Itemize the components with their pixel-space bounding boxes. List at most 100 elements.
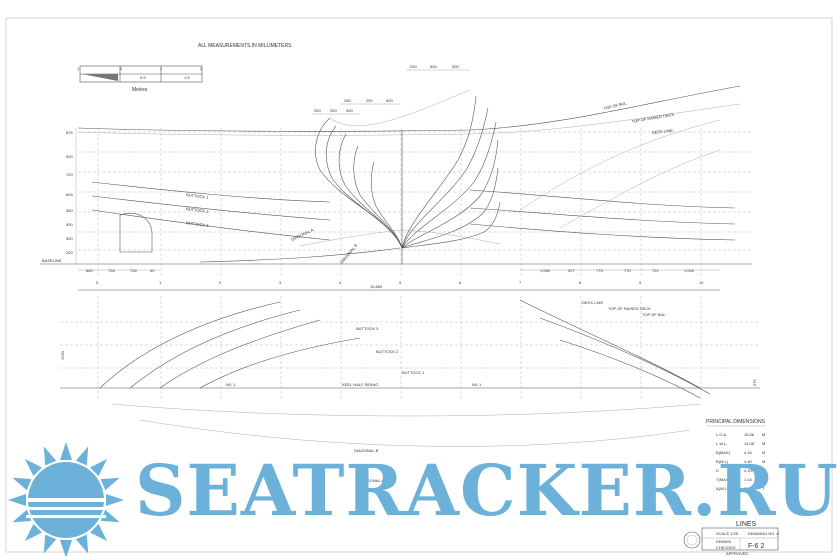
- buttock-3-label: BUTTOCK 3: [186, 220, 210, 228]
- svg-text:775: 775: [596, 268, 603, 273]
- scale-subtick-15: 1.5: [184, 75, 190, 80]
- overall-length-label: 15,860: [370, 284, 383, 289]
- scale-subtick-05: 0.5: [140, 75, 146, 80]
- svg-text:400: 400: [346, 108, 353, 113]
- raised-deck-label: TOP OF RAISED DECK: [631, 112, 675, 124]
- station-numbers: 0 1 2 3 4 5 6 7 8 9 10: [96, 280, 704, 285]
- title-drawn: DRAWN: [716, 539, 731, 544]
- title-scale: SCALE 1/25: [716, 531, 739, 536]
- svg-text:4.34: 4.34: [744, 450, 753, 455]
- buttock-3-line: [91, 209, 331, 241]
- title-checked: CHECKED: [716, 545, 736, 550]
- plan-waterline-2: [129, 309, 301, 389]
- svg-text:726: 726: [108, 268, 115, 273]
- svg-text:1,000: 1,000: [684, 268, 695, 273]
- diagonal-b-plan-curve: [139, 419, 691, 447]
- measurement-note: ALL MEASUREMENTS IN MILLIMETERS: [198, 43, 292, 49]
- svg-text:1: 1: [159, 280, 162, 285]
- watermark-text: SEATRACKER.RU: [135, 449, 838, 532]
- drawing-title: LINES: [736, 521, 757, 528]
- svg-text:250: 250: [330, 108, 337, 113]
- svg-text:M: M: [762, 468, 765, 473]
- svg-text:700: 700: [66, 172, 73, 177]
- scale-tick-1: 1: [77, 66, 80, 71]
- svg-text:1.15: 1.15: [744, 477, 753, 482]
- plan-aft-line-3: [559, 339, 701, 399]
- dim-row-bwl: B(W.L) 4.40 M: [716, 459, 765, 464]
- plan-aft-line-2: [539, 317, 711, 395]
- buttock-1-line: [91, 181, 331, 203]
- plan-buttock-2-label: BUTTOCK 2: [376, 349, 399, 354]
- plan-diagonal-b-label: DIAGONAL B: [354, 448, 379, 453]
- diagonal-a-label: DIAGONAL A: [290, 227, 314, 242]
- scale-tick-2: 2: [200, 66, 203, 71]
- plan-deck-line-label: DECK LINE: [582, 300, 603, 305]
- baseline-label: BASELINE: [42, 258, 62, 263]
- dim-row-loa: L.O.A. 15.86 M: [716, 432, 765, 437]
- buttock-aft-3: [469, 223, 736, 241]
- plan-wl1-label: WL 1: [226, 382, 236, 387]
- plan-view: DECK LINE TOP OF RAISED DECK TOP OF BUL …: [60, 296, 760, 483]
- svg-text:14.08: 14.08: [744, 441, 755, 446]
- svg-text:6: 6: [459, 280, 462, 285]
- profile-bottom-dims: 660 726 726 40 1,050 927 775 770 722 1,0…: [78, 268, 720, 273]
- svg-text:660: 660: [86, 268, 93, 273]
- svg-text:300: 300: [66, 222, 73, 227]
- svg-text:500: 500: [430, 64, 437, 69]
- drawing-code: F-6 2: [748, 543, 764, 550]
- profile-view: DIAGONAL A DIAGONAL B TOP OF BUL TOP OF …: [40, 64, 752, 291]
- svg-text:B(MAX): B(MAX): [716, 450, 731, 455]
- plan-aft-line-1: [519, 299, 701, 389]
- buttock-aft-1: [469, 189, 736, 209]
- svg-text:876: 876: [66, 130, 73, 135]
- plan-waterline-3: [159, 319, 321, 389]
- svg-text:L.W.L.: L.W.L.: [716, 441, 727, 446]
- svg-text:1,050: 1,050: [540, 268, 551, 273]
- plan-top-of-bul-label: TOP OF BUL: [642, 312, 666, 317]
- principal-dimensions-title: PRINCIPAL DIMENSIONS: [706, 419, 766, 425]
- sun-logo-icon: [8, 442, 124, 556]
- buttock-2-label: BUTTOCK 2: [186, 206, 210, 214]
- plan-waterline-4: [199, 337, 361, 389]
- svg-text:604: 604: [66, 192, 73, 197]
- svg-text:726: 726: [130, 268, 137, 273]
- svg-text:10: 10: [699, 280, 704, 285]
- svg-text:Δ(W.L): Δ(W.L): [716, 486, 729, 491]
- diagonal-b-label: DIAGONAL B: [339, 243, 359, 265]
- svg-text:D: D: [716, 468, 719, 473]
- seal-stamp-icon: [683, 531, 701, 549]
- svg-text:250: 250: [314, 108, 321, 113]
- buttock-1-label: BUTTOCK 1: [186, 192, 210, 200]
- dim-row-bmax: B(MAX) 4.34 M: [716, 450, 765, 455]
- plan-right-height: 575: [752, 379, 757, 386]
- title-block: LINES SCALE 1/25 DRAWING NO. 8 DRAWN CHE…: [683, 521, 780, 556]
- rudder-outline: [119, 212, 153, 253]
- svg-text:15.86: 15.86: [744, 432, 755, 437]
- svg-text:M: M: [762, 450, 765, 455]
- body-plan-sections: [299, 89, 501, 264]
- svg-text:5: 5: [399, 280, 402, 285]
- sheet-frame: [5, 17, 833, 553]
- svg-text:B(W.L): B(W.L): [716, 459, 729, 464]
- top-of-bul-line: [77, 85, 741, 132]
- svg-text:900: 900: [66, 154, 73, 159]
- svg-text:770: 770: [624, 268, 631, 273]
- svg-text:9: 9: [639, 280, 642, 285]
- svg-text:0: 0: [96, 280, 99, 285]
- principal-dimensions: PRINCIPAL DIMENSIONS L.O.A. 15.86 M L.W.…: [706, 419, 766, 491]
- buttock-2-line: [91, 195, 331, 221]
- plan-diagonal-a-label: DIAGONAL A: [360, 478, 384, 483]
- svg-text:2: 2: [219, 280, 222, 285]
- profile-left-heights: 876 900 700 604 380 300 500 200: [66, 128, 77, 264]
- svg-text:4.40: 4.40: [744, 459, 753, 464]
- scale-unit-label: Metres: [132, 87, 148, 93]
- scale-tick-1b: 1: [160, 66, 163, 71]
- top-of-bul-label: TOP OF BUL: [603, 100, 628, 111]
- diagonal-a-plan-curve: [111, 403, 701, 417]
- plan-buttock-3-label: BUTTOCK 3: [356, 326, 379, 331]
- svg-text:40: 40: [150, 268, 155, 273]
- svg-text:500: 500: [386, 98, 393, 103]
- keel-line: [199, 247, 401, 263]
- plan-wl1b-label: WL 1: [472, 382, 482, 387]
